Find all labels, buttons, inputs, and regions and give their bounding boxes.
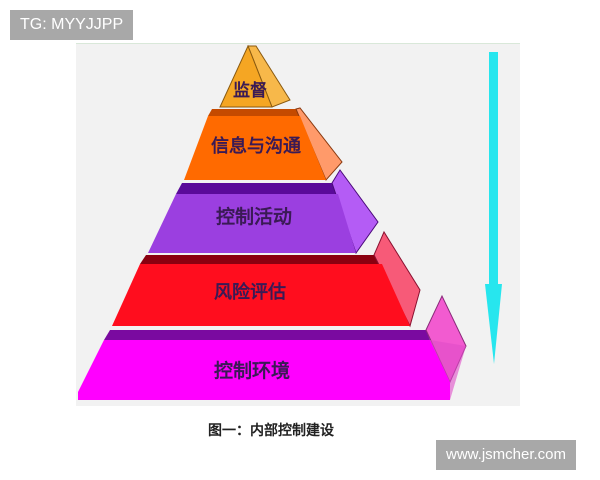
downward-arrow-icon	[485, 52, 502, 364]
pyramid-layer-control-environment: 控制环境	[78, 294, 467, 400]
layer-label: 监督	[233, 80, 267, 101]
pyramid-layer-information-communication: 信息与沟通	[184, 107, 343, 181]
pyramid-layer-control-activities: 控制活动	[148, 169, 379, 255]
layer-label: 信息与沟通	[211, 135, 301, 157]
watermark-bottom-right: www.jsmcher.com	[436, 440, 577, 470]
pyramid-layer-supervision: 监督	[219, 44, 291, 108]
figure-caption: 图一：内部控制建设	[208, 423, 334, 439]
layer-label: 风险评估	[214, 281, 286, 303]
layer-label: 控制活动	[216, 205, 292, 228]
layer-label: 控制环境	[214, 359, 290, 382]
watermark-top-left: TG: MYYJJPP	[10, 10, 134, 40]
pyramid-layer-risk-assessment: 风险评估	[112, 230, 421, 328]
